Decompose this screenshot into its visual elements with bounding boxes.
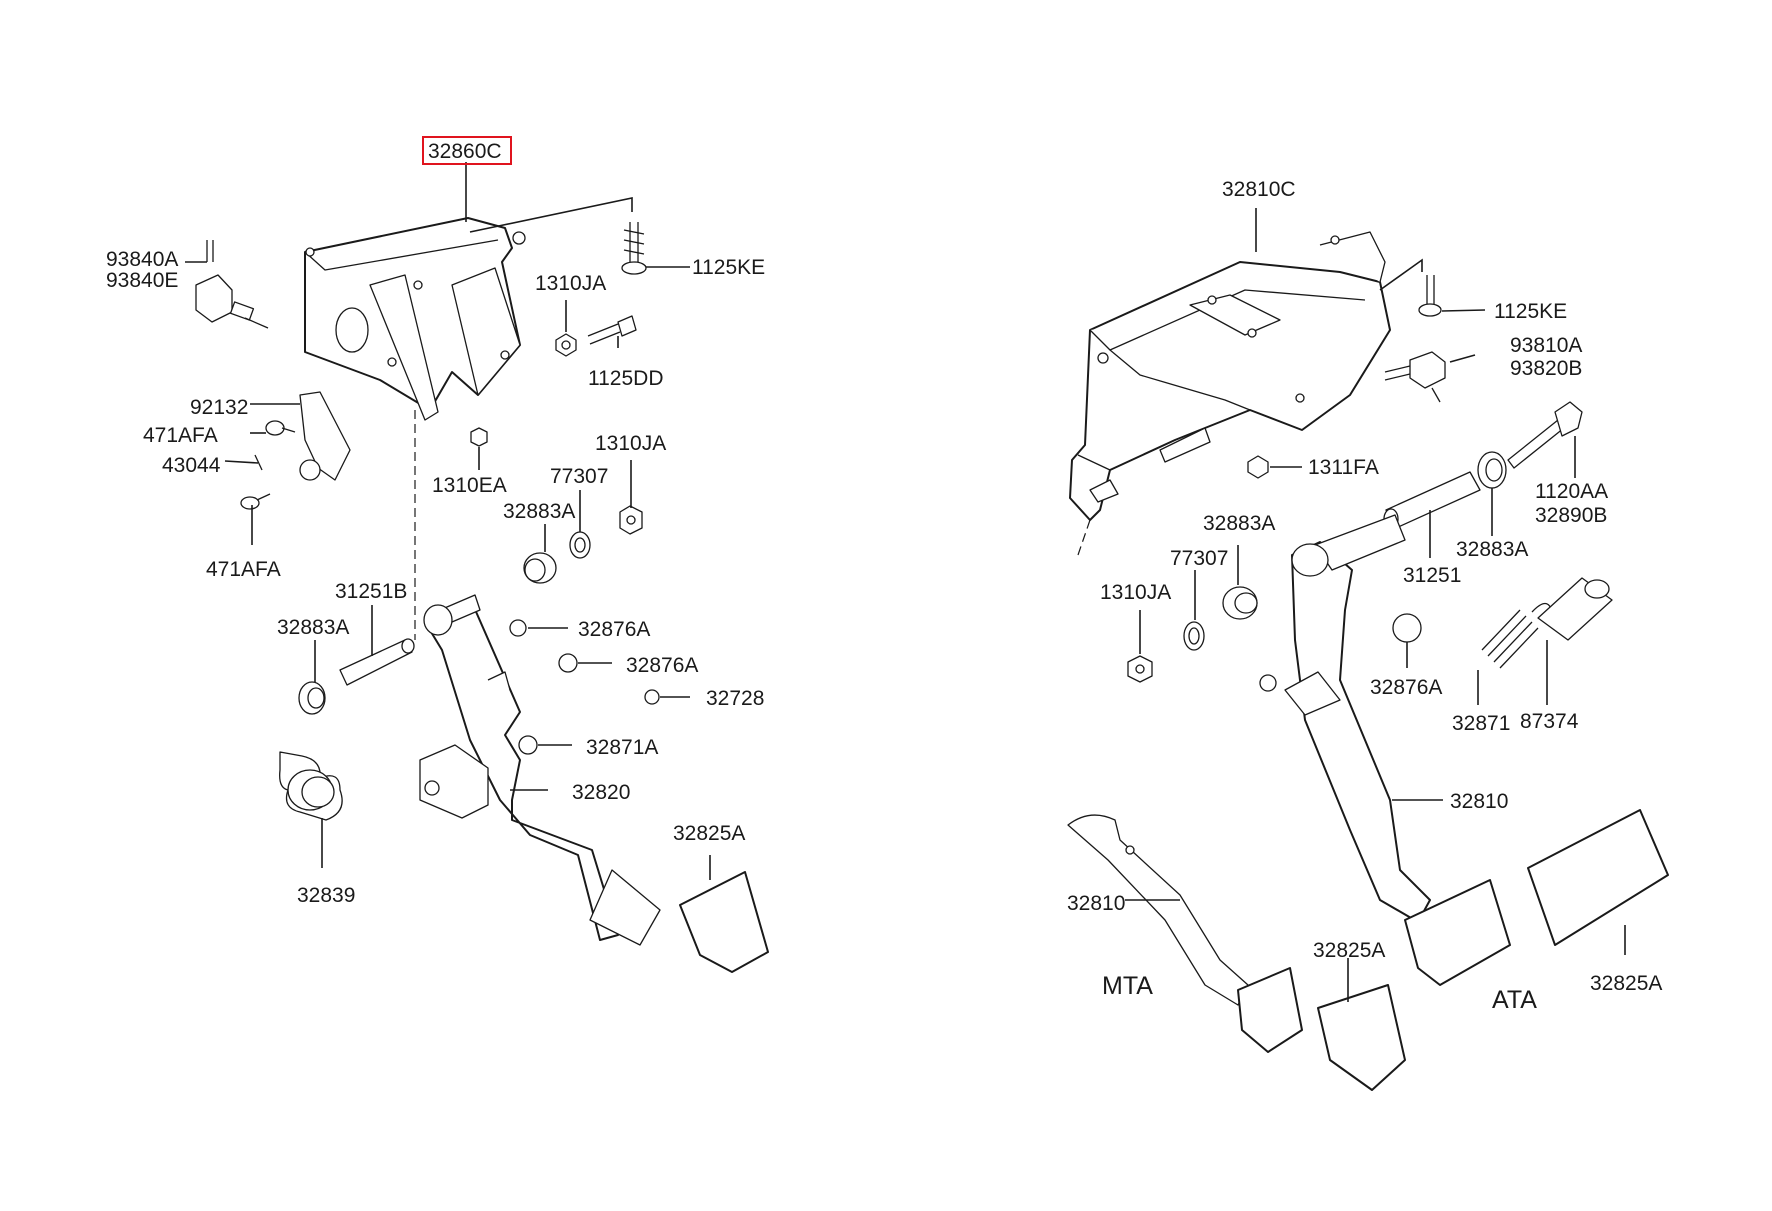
label-31251b: 31251B <box>335 580 407 603</box>
label-32883a-right-2: 32883A <box>1456 538 1528 561</box>
pedal-32810-mta <box>1067 814 1249 1006</box>
label-32860c: 32860C <box>428 140 502 163</box>
label-1310ja-right: 1310JA <box>1100 581 1171 604</box>
tube-87374 <box>1537 577 1613 641</box>
selected-part-highlight <box>422 136 512 165</box>
washer-77307-right <box>1183 621 1205 651</box>
bolt-1120aa <box>1507 401 1583 469</box>
label-1310ja-left-1: 1310JA <box>535 272 606 295</box>
label-1120aa: 1120AA <box>1535 480 1608 503</box>
label-32810c: 32810C <box>1222 178 1296 201</box>
callout-labels: 32860C 93840A 93840E 1125KE 1310JA 1125D… <box>106 140 1662 1014</box>
label-32871a: 32871A <box>586 736 658 759</box>
label-32825a-left: 32825A <box>673 822 745 845</box>
shaft-31251 <box>1383 471 1481 530</box>
pedal-32820 <box>419 594 619 941</box>
pad-32825a-ata-1 <box>1404 879 1511 986</box>
label-77307-left: 77307 <box>550 465 608 488</box>
left-assembly <box>195 217 769 973</box>
label-43044: 43044 <box>162 454 221 477</box>
leader-lines <box>185 162 1626 1002</box>
label-32810-right: 32810 <box>1450 790 1508 813</box>
nut-1310ea <box>470 427 488 447</box>
pin-32871a <box>518 735 538 755</box>
bolt-1125ke-left <box>621 222 647 275</box>
label-32876a-right: 32876A <box>1370 676 1442 699</box>
nut-1310ja-upper <box>555 333 577 357</box>
pad-32825a-mta-1 <box>1237 967 1303 1053</box>
spring-32839 <box>279 751 343 821</box>
label-87374: 87374 <box>1520 710 1579 733</box>
label-93820b: 93820B <box>1510 357 1582 380</box>
label-32883a-right-1: 32883A <box>1203 512 1275 535</box>
label-32890b: 32890B <box>1535 504 1607 527</box>
label-1310ja-left-2: 1310JA <box>595 432 666 455</box>
pin-32876a-right <box>1392 613 1422 643</box>
bushing-32883a-upper <box>523 552 557 584</box>
label-32883a-left-1: 32883A <box>503 500 575 523</box>
label-32883a-left-2: 32883A <box>277 616 349 639</box>
stop-lamp-switch <box>195 240 269 329</box>
bolt-471afa-lower <box>240 493 271 510</box>
washer-77307-left <box>569 531 591 559</box>
shaft-31251b <box>339 638 415 686</box>
label-77307-right: 77307 <box>1170 547 1228 570</box>
label-1310ea: 1310EA <box>432 474 507 497</box>
label-ata: ATA <box>1492 986 1537 1014</box>
label-1125dd: 1125DD <box>588 367 664 390</box>
label-471afa-2: 471AFA <box>206 558 281 581</box>
bushing-32883a-right-2 <box>1222 586 1258 620</box>
label-93810a: 93810A <box>1510 334 1582 357</box>
bolt-1125dd <box>587 315 637 345</box>
pin-32876a-2 <box>558 653 578 673</box>
label-32825a-right-1: 32825A <box>1313 939 1385 962</box>
pad-32825a-left <box>589 869 769 973</box>
pad-32825a-ata-2 <box>1527 809 1669 946</box>
bushing-32883a-right-1 <box>1477 451 1507 489</box>
label-1125ke-right: 1125KE <box>1494 300 1567 323</box>
pin-32876a-1 <box>509 619 527 637</box>
right-assembly <box>1067 231 1669 1091</box>
label-31251: 31251 <box>1403 564 1461 587</box>
bracket-32860c <box>304 217 526 421</box>
label-mta: MTA <box>1102 972 1153 1000</box>
label-1311fa: 1311FA <box>1308 456 1379 479</box>
label-93840e: 93840E <box>106 269 178 292</box>
spring-32871 <box>1481 602 1553 669</box>
sensor-93810a <box>1384 351 1446 403</box>
nut-1311fa <box>1247 455 1269 479</box>
pin-32728 <box>644 689 660 705</box>
pedal-32810-ata <box>1259 514 1431 923</box>
nut-1310ja-right <box>1127 655 1153 683</box>
label-471afa-1: 471AFA <box>143 424 218 447</box>
label-32728: 32728 <box>706 687 764 710</box>
bolt-1125ke-right <box>1418 275 1442 317</box>
lever-92132 <box>254 391 351 481</box>
label-32825a-right-2: 32825A <box>1590 972 1662 995</box>
label-32820: 32820 <box>572 781 630 804</box>
label-32810-left: 32810 <box>1067 892 1125 915</box>
bracket-32810c <box>1069 231 1391 521</box>
label-32839: 32839 <box>297 884 355 907</box>
label-93840a: 93840A <box>106 248 178 271</box>
label-92132: 92132 <box>190 396 248 419</box>
bushing-32883a-lower <box>298 681 326 715</box>
label-32876a-1: 32876A <box>578 618 650 641</box>
label-32871: 32871 <box>1452 712 1510 735</box>
nut-1310ja-lower <box>619 505 643 535</box>
label-32876a-2: 32876A <box>626 654 698 677</box>
pad-32825a-mta-2 <box>1317 984 1406 1091</box>
bolt-471afa-upper <box>265 420 296 436</box>
label-1125ke-left: 1125KE <box>692 256 765 279</box>
